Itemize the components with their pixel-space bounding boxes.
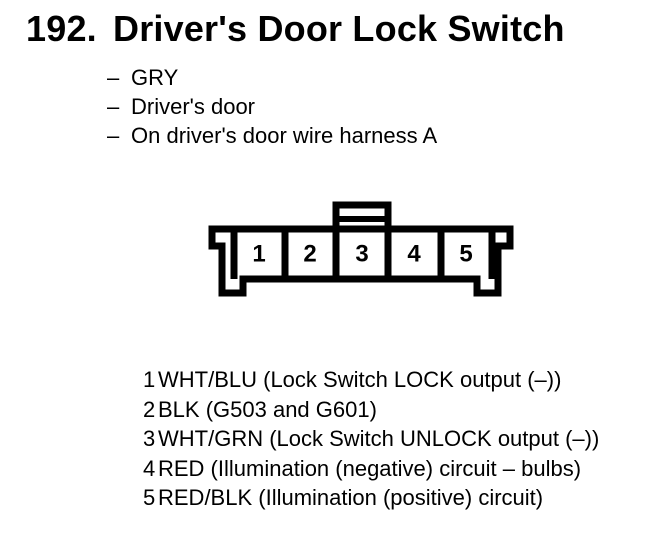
pin-number-3: 3 <box>355 241 368 268</box>
figure-title: Driver's Door Lock Switch <box>113 8 565 49</box>
pin-number-2: 2 <box>303 241 316 268</box>
connector-diagram: 1 2 3 4 5 <box>198 193 528 303</box>
pinout-row: 2 BLK (G503 and G601) <box>143 395 599 425</box>
pinout-row: 3 WHT/GRN (Lock Switch UNLOCK output (–)… <box>143 424 599 454</box>
pinout-wire-description: WHT/BLU (Lock Switch LOCK output (–)) <box>158 367 562 392</box>
pin-cavity-borders <box>230 229 496 279</box>
connector-attributes: – GRY – Driver's door – On driver's door… <box>107 63 437 150</box>
dash-bullet: – <box>107 94 120 119</box>
pinout-wire-description: RED/BLK (Illumination (positive) circuit… <box>158 485 544 510</box>
figure-number: 192. <box>26 8 97 49</box>
pin-number-1: 1 <box>252 241 265 268</box>
pinout-pin-number: 5 <box>143 485 156 510</box>
list-item: – On driver's door wire harness A <box>107 121 437 150</box>
page-title: 192. Driver's Door Lock Switch <box>26 11 565 47</box>
pinout-row: 1 WHT/BLU (Lock Switch LOCK output (–)) <box>143 365 599 395</box>
pinout-row: 5 RED/BLK (Illumination (positive) circu… <box>143 483 599 513</box>
dash-bullet: – <box>107 123 120 148</box>
pinout-wire-description: BLK (G503 and G601) <box>158 396 377 422</box>
pinout-wire-description: RED (Illumination (negative) circuit – b… <box>158 455 582 481</box>
pinout-wire-description: WHT/GRN (Lock Switch UNLOCK output (–)) <box>158 426 600 451</box>
pin-number-4: 4 <box>407 241 421 268</box>
pinout-legend: 1 WHT/BLU (Lock Switch LOCK output (–)) … <box>143 365 599 513</box>
pinout-pin-number: 1 <box>143 367 156 392</box>
pinout-pin-number: 2 <box>143 396 156 422</box>
connector-drawing-5pin: 1 2 3 4 5 <box>208 201 514 297</box>
pinout-row: 4 RED (Illumination (negative) circuit –… <box>143 454 599 484</box>
list-item: – GRY <box>107 63 437 92</box>
attribute-color: GRY <box>131 65 179 90</box>
dash-bullet: – <box>107 65 120 90</box>
list-item: – Driver's door <box>107 92 437 121</box>
pinout-pin-number: 4 <box>143 455 156 481</box>
attribute-harness: On driver's door wire harness A <box>131 123 438 148</box>
pinout-pin-number: 3 <box>143 426 156 451</box>
attribute-location: Driver's door <box>131 94 256 119</box>
pin-number-5: 5 <box>459 241 472 268</box>
